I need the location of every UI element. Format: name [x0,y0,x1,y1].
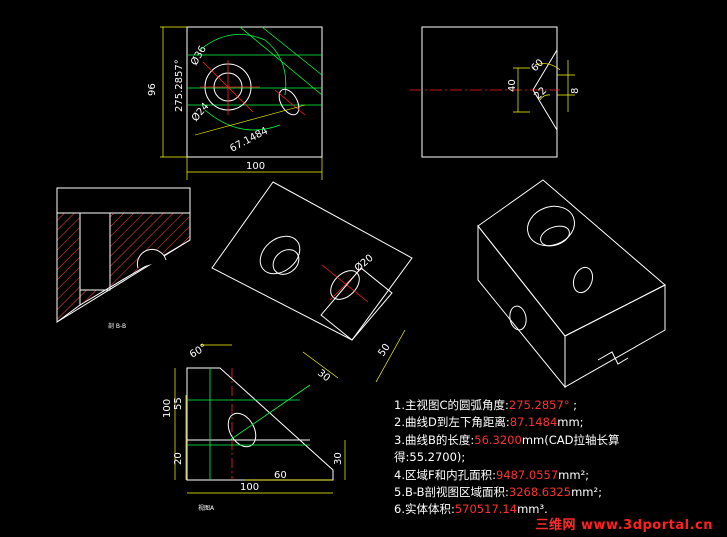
note-suffix: mm²; [558,467,590,482]
bottom-view-outline [186,367,334,481]
watermark-cn: 三维网 [535,518,576,533]
note-suffix: ; [569,398,578,412]
iso-top-face [477,179,666,337]
front-height-dim: 96 [147,83,158,96]
side-h8: 8 [570,88,581,94]
aux-view: 30 50 Ø20 [211,181,413,385]
note-line: 1.主视图C的圆弧角度:275.2857° ; [394,397,724,414]
bottom-h30: 30 [333,452,344,465]
side-view-outline [421,26,558,158]
front-side-hole [278,88,300,116]
bottom-h100: 100 [162,399,173,418]
aux-w30: 30 [315,368,332,385]
watermark-url: www.3dportal.cn [581,518,713,533]
side-view: 40 60 22 8 [410,26,581,158]
bottom-h55: 55 [173,397,184,410]
note-line: 6.实体体积:570517.14mm³. [394,501,724,518]
note-line: 得:55.2700); [394,449,724,466]
note-prefix: 5.B-B剖视图区域面积: [394,485,509,500]
note-prefix: 3.曲线B的长度: [394,432,475,447]
bottom-h20: 20 [173,452,184,465]
note-prefix: 6.实体体积: [394,502,455,517]
note-value: 3268.6325 [508,485,572,500]
section-label: 剖 B-B [108,322,126,330]
notes-block: 1.主视图C的圆弧角度:275.2857° ;2.曲线D到左下角距离:87.14… [394,397,724,519]
watermark: 三维网 www.3dportal.cn [535,514,713,533]
note-suffix: mm(CAD拉轴长算 [521,432,620,447]
iso-view [477,179,666,389]
note-value: 56.3200 [474,432,522,447]
note-suffix: mm; [557,415,584,430]
front-view-outline [186,26,323,158]
note-value: 9487.0557 [495,467,559,482]
note-value: 87.1484 [509,415,558,430]
front-dia-top: Ø36 [188,44,209,68]
note-prefix: 2.曲线D到左下角距离: [394,415,510,430]
bottom-view: 100 55 20 30 60 100 60° 视图A [162,342,346,512]
note-suffix: mm³. [517,502,548,517]
note-line: 5.B-B剖视图区域面积:3268.6325mm²; [394,484,724,501]
note-line: 4.区域F和内孔面积:9487.0557mm²; [394,467,724,484]
note-suffix: mm²; [571,485,602,500]
note-value: 570517.14 [454,502,518,517]
bottom-w60: 60 [274,470,287,481]
note-prefix: 4.区域F和内孔面积: [394,467,496,482]
bottom-w100: 100 [240,482,259,493]
bottom-label: 视图A [198,504,215,512]
front-view: 96 100 275.2857° Ø36 Ø24 67.1484 [147,26,323,180]
aux-view-outline [211,181,413,341]
side-h40: 40 [507,79,518,92]
front-width-dim: 100 [246,161,265,172]
front-angle-dim: 275.2857° [174,59,185,112]
note-prefix: 得:55.2700); [394,450,466,465]
note-prefix: 1.主视图C的圆弧角度: [394,398,509,412]
note-line: 2.曲线D到左下角距离:87.1484mm; [394,414,724,431]
section-view: 剖 B-B [56,187,191,330]
note-line: 3.曲线B的长度:56.3200mm(CAD拉轴长算 [394,432,724,449]
note-value: 275.2857° [508,398,570,412]
